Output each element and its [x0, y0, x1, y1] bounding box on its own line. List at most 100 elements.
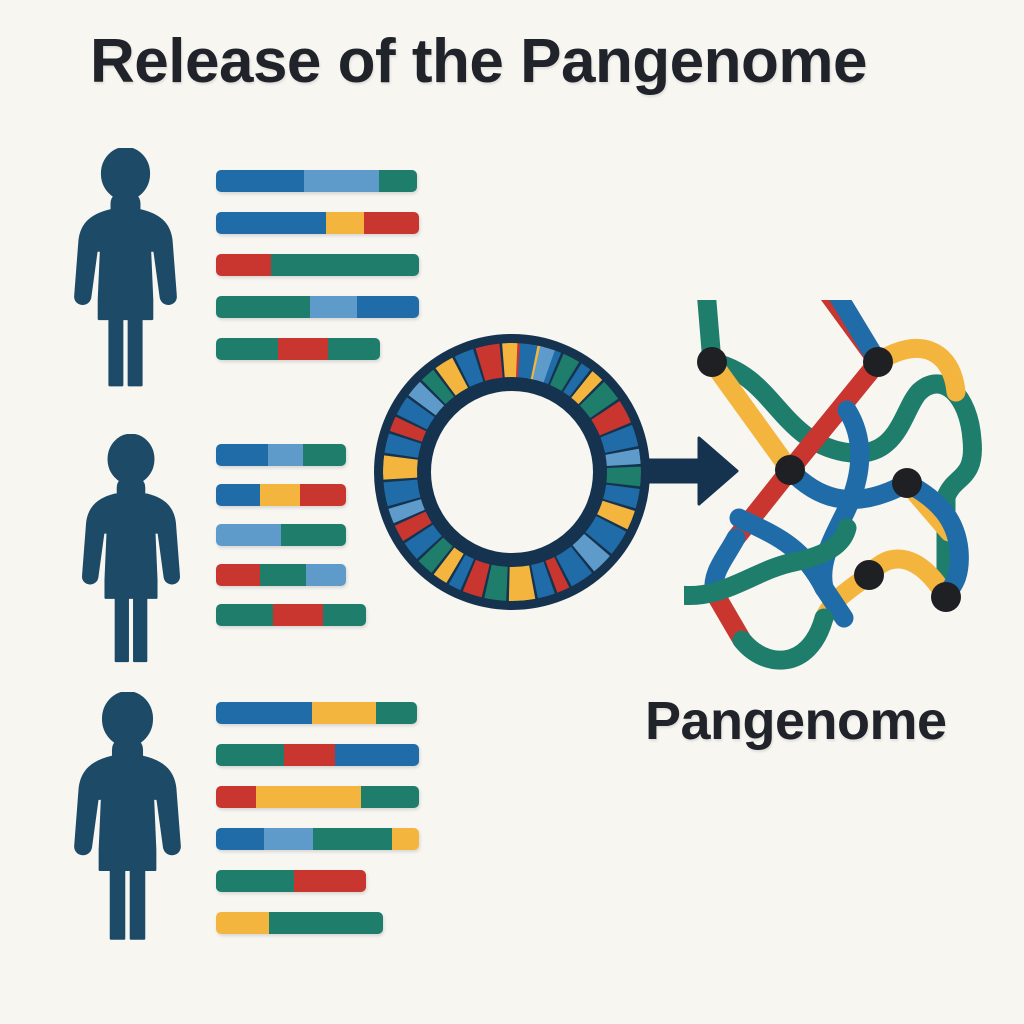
graph-node — [775, 455, 805, 485]
chromosome-segment — [323, 604, 366, 626]
graph-edge-blue — [729, 508, 834, 598]
chromosome-bar — [216, 484, 346, 506]
graph-node — [892, 468, 922, 498]
chromosome-segment — [216, 212, 326, 234]
chromosome-segment — [216, 524, 281, 546]
chromosome-segment — [310, 296, 357, 318]
ring-segment — [545, 557, 570, 593]
chromosome-segment — [260, 484, 300, 506]
chromosome-bar — [216, 702, 417, 724]
person-silhouette-icon — [72, 691, 183, 955]
chromosome-segment — [216, 254, 271, 276]
chromosome-bar — [216, 212, 419, 234]
graph-edge-green — [702, 352, 929, 463]
chromosome-segment — [273, 604, 323, 626]
ring-segment — [383, 455, 418, 480]
ring-segment — [462, 559, 490, 598]
chromosome-bar — [216, 786, 419, 808]
graph-node — [854, 560, 884, 590]
pangenome-label: Pangenome — [645, 691, 947, 751]
chromosome-segment — [216, 484, 260, 506]
chromosome-segment — [312, 702, 376, 724]
chromosome-segment — [216, 912, 269, 934]
ring-segment — [563, 363, 591, 397]
chromosome-segment — [281, 524, 346, 546]
ring-segment — [556, 546, 593, 587]
person-silhouette-icon — [72, 146, 179, 401]
chromosome-segment — [278, 338, 328, 360]
chromosome-segment — [357, 296, 419, 318]
ring-segment — [571, 371, 603, 405]
ring-segment — [408, 381, 445, 416]
ring-inner-border — [422, 382, 602, 562]
graph-node — [863, 347, 893, 377]
chromosome-segment — [326, 212, 364, 234]
ring-segment — [435, 357, 468, 396]
ring-segment — [579, 381, 619, 419]
ring-segment — [532, 346, 555, 383]
ring-segment — [394, 511, 432, 542]
chromosome-segment — [271, 254, 419, 276]
ring-segment — [591, 400, 632, 436]
chromosome-segment — [216, 296, 310, 318]
graph-edge-red — [780, 352, 888, 480]
graph-node — [931, 582, 961, 612]
chromosome-bar — [216, 444, 346, 466]
chromosome-bar — [216, 296, 419, 318]
ring-segment — [383, 479, 421, 507]
chromosome-segment — [216, 786, 256, 808]
chromosome-segment — [335, 744, 419, 766]
chromosome-bar — [216, 870, 366, 892]
ring-segment — [600, 424, 639, 453]
chromosome-bar — [216, 170, 417, 192]
chromosome-segment — [264, 828, 313, 850]
ring-segment — [421, 369, 455, 405]
chromosome-segment — [379, 170, 417, 192]
chromosome-segment — [260, 564, 306, 586]
page-title: Release of the Pangenome — [90, 27, 868, 96]
graph-edge-yellow — [702, 352, 800, 480]
graph-node — [697, 347, 727, 377]
ring-segment — [389, 416, 427, 442]
graph-edge-blue — [813, 400, 870, 598]
chromosome-bar — [216, 912, 383, 934]
chromosome-segment — [313, 828, 392, 850]
ring-segment — [603, 484, 640, 509]
ring-segment — [396, 397, 435, 430]
chromosome-segment — [364, 212, 419, 234]
chromosome-segment — [216, 338, 278, 360]
chromosome-bar — [216, 524, 346, 546]
chromosome-segment — [294, 870, 366, 892]
ring-segment — [502, 343, 518, 378]
chromosome-bar — [216, 744, 419, 766]
ring-segment — [418, 537, 453, 573]
graph-edge-green — [670, 518, 857, 606]
ring-segment — [572, 533, 610, 572]
pangenome-graph-icon — [670, 276, 994, 675]
chromosome-bar — [216, 254, 419, 276]
chromosome-segment — [216, 604, 273, 626]
chromosome-segment — [268, 444, 303, 466]
right-arrow-icon — [645, 432, 741, 515]
chromosome-segment — [216, 870, 294, 892]
ring-segment — [606, 466, 641, 487]
chromosome-segment — [303, 444, 346, 466]
ring-segment — [388, 499, 425, 524]
chromosome-segment — [376, 702, 417, 724]
chromosome-segment — [361, 786, 419, 808]
chromosome-segment — [216, 702, 312, 724]
circular-genome-icon — [368, 328, 656, 621]
ring-segment — [454, 349, 484, 387]
graph-edge-green — [732, 608, 834, 670]
chromosome-bar — [216, 828, 419, 850]
chromosome-segment — [256, 786, 361, 808]
person-silhouette-icon — [80, 433, 182, 677]
ring-segment — [484, 564, 508, 601]
ring-segment — [585, 516, 627, 554]
chromosome-bar — [216, 338, 380, 360]
ring-outer-border — [374, 334, 650, 610]
chromosome-segment — [216, 744, 284, 766]
chromosome-segment — [216, 444, 268, 466]
ring-segment — [448, 554, 474, 591]
